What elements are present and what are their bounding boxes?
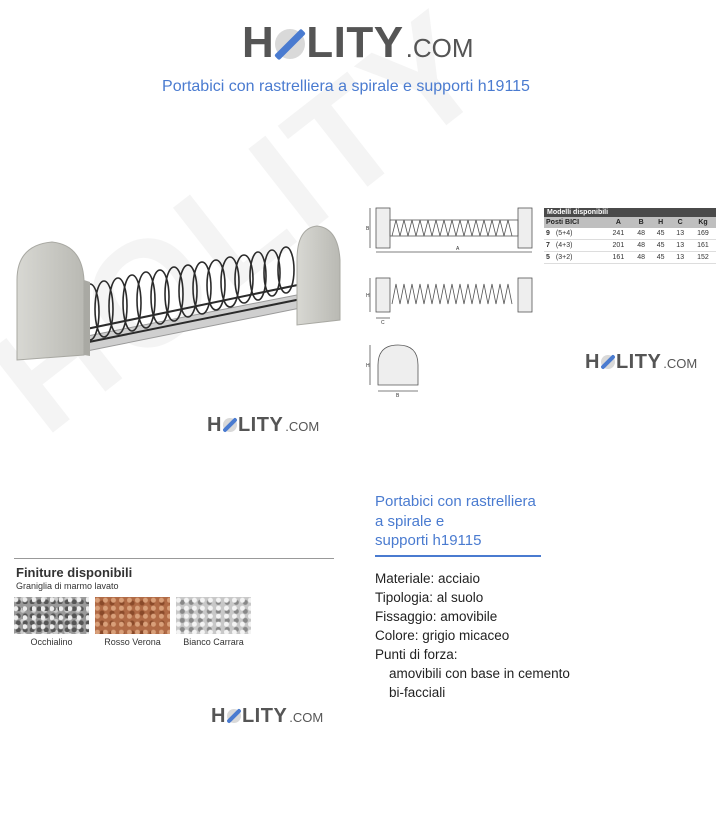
dim-h-label: H: [366, 293, 370, 299]
brand-logo-suffix: .COM: [405, 33, 474, 63]
product-image: [16, 225, 341, 361]
dim-a-label: A: [456, 246, 460, 252]
col-c: C: [670, 217, 690, 228]
brand-logo-finishes[interactable]: H LITY .COM: [211, 705, 324, 727]
table-row: 9(5+4) 241 48 45 13 169: [544, 228, 716, 240]
dim-c-label: C: [381, 320, 385, 326]
spec-color: Colore: grigio micaceo: [375, 627, 510, 643]
brand-logo-drawings[interactable]: H LITY .COM: [585, 351, 698, 373]
brand-logo-product[interactable]: H LITY .COM: [207, 414, 320, 436]
table-row: 5(3+2) 161 48 45 13 152: [544, 251, 716, 264]
logo-o-icon: [226, 709, 241, 723]
col-b: B: [631, 217, 651, 228]
col-posti: Posti BICI: [544, 217, 606, 228]
finishes-panel: Finiture disponibili Graniglia di marmo …: [14, 558, 334, 647]
finish-texture: [176, 597, 251, 634]
table-row: 7(4+3) 201 48 45 13 161: [544, 239, 716, 252]
brand-logo-lity: LITY: [306, 18, 404, 67]
dim-b-end-label: B: [396, 393, 400, 399]
models-heading: Modelli disponibili: [544, 208, 716, 217]
col-a: A: [605, 217, 632, 228]
strength-item: bi-facciali: [389, 684, 446, 700]
col-kg: Kg: [689, 217, 716, 228]
spec-strengths: Punti di forza:: [375, 646, 458, 662]
divider: [14, 558, 334, 559]
finish-swatch-bianco-carrara[interactable]: Bianco Carrara: [176, 597, 251, 647]
title-underline: [375, 554, 541, 557]
col-h: H: [650, 217, 671, 228]
finish-label: Bianco Carrara: [183, 637, 244, 647]
finishes-subheading: Graniglia di marmo lavato: [16, 581, 119, 591]
dim-b-label: B: [366, 226, 370, 232]
brand-logo-top[interactable]: H LITY .COM: [242, 18, 474, 68]
logo-o-icon: [600, 355, 615, 369]
dim-h-end-label: H: [366, 363, 370, 369]
finish-texture: [95, 597, 170, 634]
technical-drawings: A B H C H B: [366, 207, 533, 399]
models-table: Modelli disponibili Posti BICI A B H C K…: [544, 208, 716, 264]
page-title: Portabici con rastrelliera a spirale e s…: [162, 78, 530, 95]
logo-o-icon: [275, 29, 306, 59]
spec-type: Tipologia: al suolo: [375, 589, 484, 605]
spec-material: Materiale: acciaio: [375, 570, 481, 586]
finish-swatch-occhialino[interactable]: Occhialino: [14, 597, 89, 647]
strength-item: amovibili con base in cemento: [389, 665, 570, 681]
finish-label: Rosso Verona: [104, 637, 161, 647]
finish-texture: [14, 597, 89, 634]
finish-swatch-rosso-verona[interactable]: Rosso Verona: [95, 597, 170, 647]
spec-fixing: Fissaggio: amovibile: [375, 608, 498, 624]
brand-logo-h: H: [242, 18, 275, 67]
finish-label: Occhialino: [30, 637, 73, 647]
finishes-heading: Finiture disponibili: [16, 565, 133, 580]
description-title: Portabici con rastrelliera a spirale e s…: [375, 493, 536, 549]
spec-list: Materiale: acciaio Tipologia: al suolo F…: [375, 569, 675, 702]
product-description: Portabici con rastrelliera a spirale e s…: [375, 492, 675, 702]
logo-o-icon: [222, 418, 237, 432]
